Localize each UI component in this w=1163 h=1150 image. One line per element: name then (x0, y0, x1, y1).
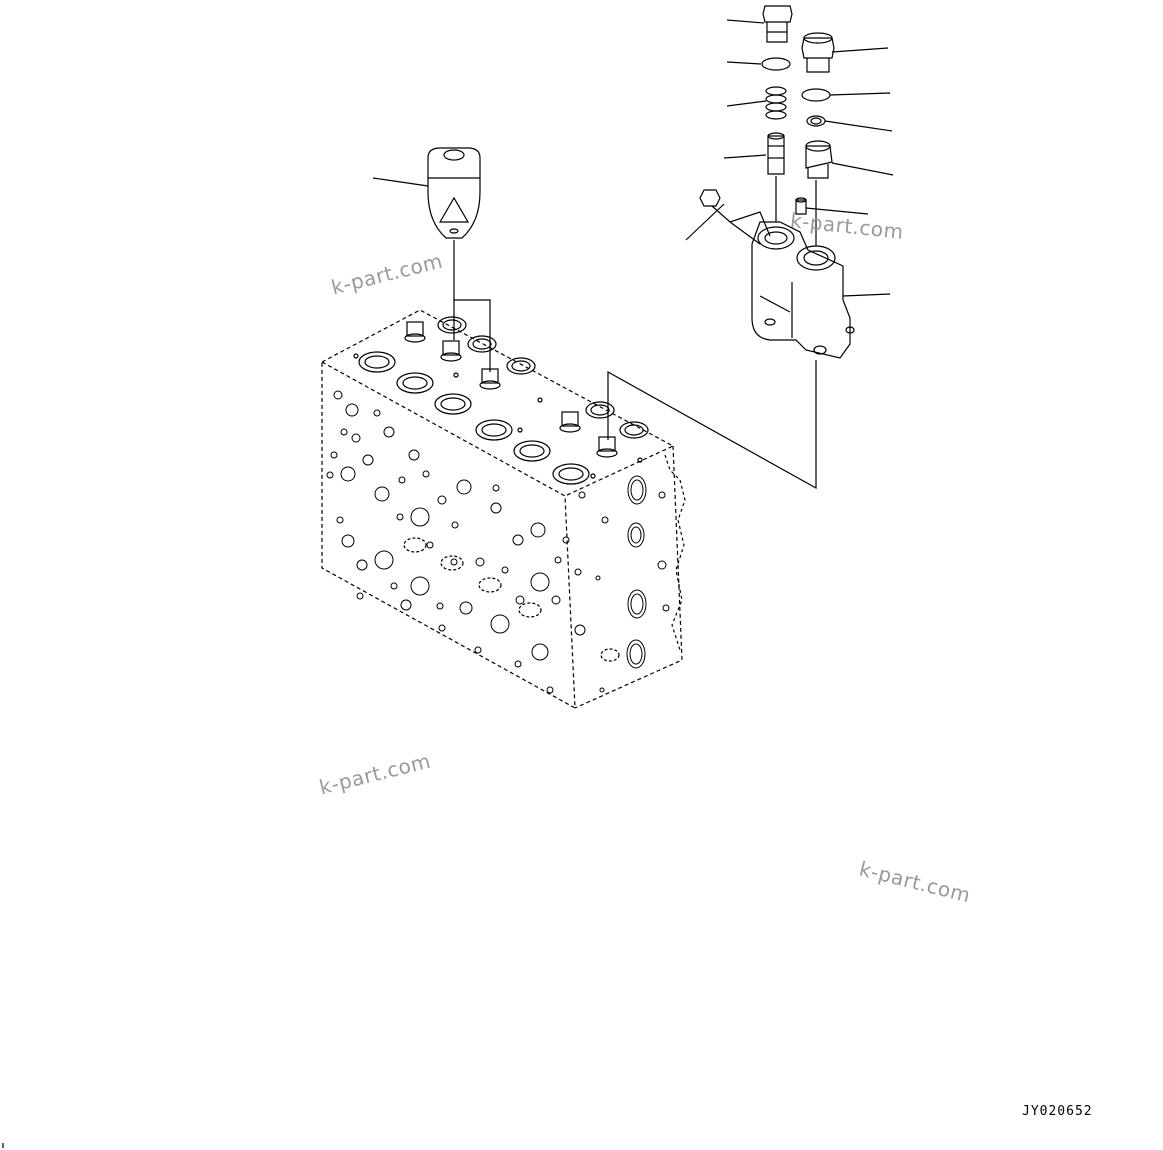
spool-left (767, 132, 785, 175)
spring-left (765, 86, 787, 120)
plug-top-5 (596, 436, 618, 458)
plug-top-4 (559, 411, 581, 433)
seal-right (806, 115, 826, 127)
o-ring-right (801, 88, 831, 102)
spool-right (805, 140, 833, 179)
valve-cap (427, 147, 481, 239)
plug-left (762, 5, 793, 43)
plug-right (801, 32, 835, 73)
leader-cap (372, 177, 429, 187)
spool-housing (751, 221, 855, 359)
fitting-small-right (795, 197, 807, 215)
drawing-code: JY020652 (1022, 1104, 1093, 1119)
plug-top-1 (404, 321, 426, 343)
guide-cap-to-block (453, 240, 491, 372)
plug-top-2 (440, 340, 462, 362)
fitting-small-left (699, 189, 721, 207)
leader-housing (842, 293, 891, 297)
guide-housing-to-block (607, 360, 817, 490)
o-ring-left (761, 57, 791, 71)
control-valve-body (321, 309, 686, 710)
